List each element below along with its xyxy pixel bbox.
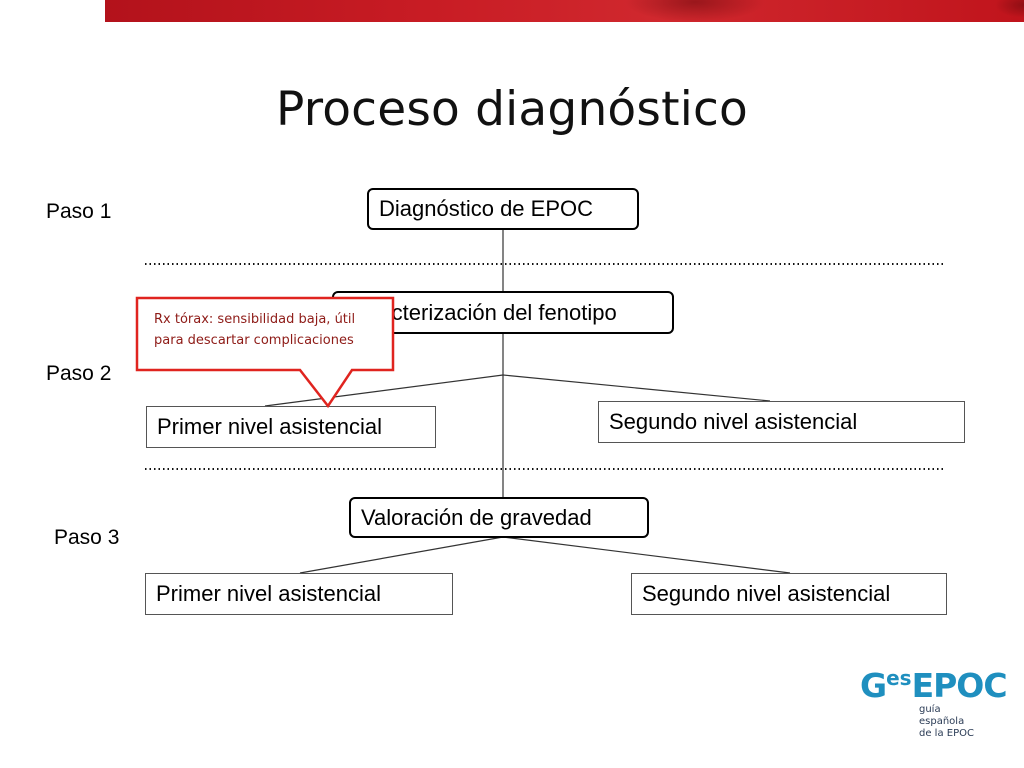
branch-right-1 (502, 374, 771, 402)
top-banner (105, 0, 1024, 22)
step-3-label: Paso 3 (54, 526, 120, 549)
logo-sub-3: de la EPOC (919, 728, 974, 739)
node-gravedad-label: Valoración de gravedad (361, 504, 592, 530)
branch-left-2 (299, 536, 504, 574)
logo-es: es (886, 666, 912, 690)
gesepoc-logo: GesEPOC (860, 666, 1008, 705)
node-primer-nivel-1-label: Primer nivel asistencial (157, 414, 382, 439)
callout-line-1: Rx tórax: sensibilidad baja, útil (154, 312, 356, 327)
logo-subtitle: guía española de la EPOC (919, 704, 1009, 740)
step-1-label: Paso 1 (46, 200, 112, 223)
node-primer-nivel-2-label: Primer nivel asistencial (156, 581, 381, 606)
node-gravedad: Valoración de gravedad (349, 497, 649, 538)
branch-right-2 (502, 536, 791, 574)
node-segundo-nivel-1: Segundo nivel asistencial (598, 401, 965, 443)
node-segundo-nivel-1-label: Segundo nivel asistencial (609, 409, 858, 434)
slide-title: Proceso diagnóstico (276, 82, 748, 137)
logo-sub-1: guía (919, 704, 941, 715)
node-primer-nivel-2: Primer nivel asistencial (145, 573, 453, 615)
node-diagnostico-label: Diagnóstico de EPOC (379, 196, 593, 221)
callout-shape (135, 296, 395, 409)
branch-left-1 (264, 374, 504, 407)
node-primer-nivel-1: Primer nivel asistencial (146, 406, 436, 448)
node-segundo-nivel-2-label: Segundo nivel asistencial (642, 581, 891, 606)
callout-text: Rx tórax: sensibilidad baja, útil para d… (154, 309, 384, 351)
logo-sub-2: española (919, 716, 965, 727)
callout-line-2: para descartar complicaciones (154, 333, 354, 348)
node-diagnostico: Diagnóstico de EPOC (367, 188, 639, 230)
logo-letter-g: G (860, 666, 887, 705)
step-2-label: Paso 2 (46, 362, 112, 385)
node-segundo-nivel-2: Segundo nivel asistencial (631, 573, 947, 615)
logo-epoc: EPOC (911, 666, 1008, 705)
